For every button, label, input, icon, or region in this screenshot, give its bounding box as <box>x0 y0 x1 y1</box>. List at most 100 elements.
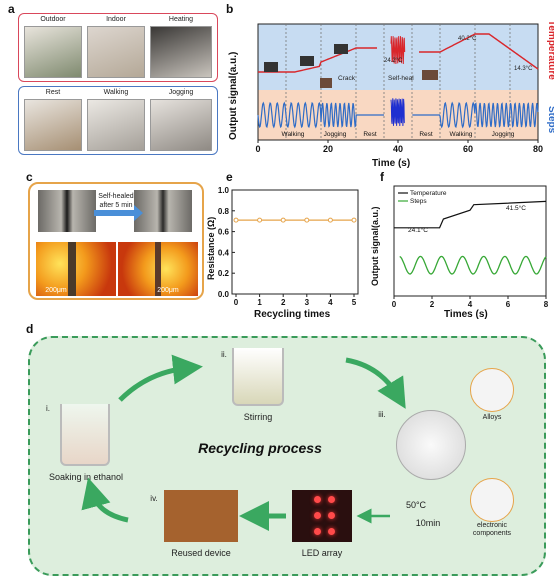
panel-a-label: a <box>8 2 15 16</box>
chart-e-point-1 <box>257 217 263 223</box>
chart-b-segment-5: Jogging <box>492 131 515 138</box>
chart-f-ylabel: Output signal(a.u.) <box>370 207 380 287</box>
chart-b-ylabel-red: Temperature <box>546 20 554 80</box>
photo-jogging <box>150 99 212 151</box>
photo-after <box>134 190 192 232</box>
photo-indoor <box>87 26 145 78</box>
panel-a-top-box <box>18 13 218 82</box>
step-iv-text: Reused device <box>171 548 231 558</box>
chart-e-ytick-label-4: 0.8 <box>218 207 230 216</box>
chart-e-ytick-label-0: 0.0 <box>218 290 230 299</box>
chart-e-ytick-label-5: 1.0 <box>218 186 230 195</box>
panel-e-label: e <box>226 170 233 184</box>
chart-f-xtick-label-2: 4 <box>468 300 473 309</box>
chart-f-legend-steps: Steps <box>410 198 427 205</box>
step-ii-roman: ii. <box>221 350 227 359</box>
panel-c-label: c <box>26 170 33 184</box>
components-circle <box>470 478 514 522</box>
led-array-photo <box>292 490 352 542</box>
chart-e-xtick-label-2: 2 <box>281 298 286 307</box>
photo-outdoor <box>24 26 82 78</box>
alloys-circle <box>470 368 514 412</box>
recycling-title: Recycling process <box>198 440 322 456</box>
chart-b-xtick-label-0: 0 <box>255 144 260 154</box>
reused-device-photo <box>164 490 238 542</box>
chart-b-ylabel: Output signal(a.u.) <box>228 52 239 140</box>
panel-a-bottom-box <box>18 86 218 155</box>
led-6 <box>328 528 335 535</box>
chart-e-point-0 <box>233 217 239 223</box>
micro-after-crack <box>155 242 161 296</box>
chart-b-inset-5 <box>320 78 332 88</box>
micro-before <box>36 242 116 296</box>
led-1 <box>314 496 321 503</box>
chart-b-segment-2: Rest <box>363 131 377 138</box>
chart-b-crack-signal <box>390 36 406 65</box>
chart-b-xtick-label-4: 80 <box>533 144 543 154</box>
chart-b-ann-14: 14.3°C <box>514 66 533 72</box>
chart-b-ann-selfheal: Self-heal <box>388 75 414 82</box>
panel-b-chart: 0 20 40 60 80 Output signal(a.u.) Temperatur… <box>228 20 554 168</box>
self-heal-arrow <box>94 210 136 216</box>
chart-b-ann-24: 24.2°C <box>384 58 403 64</box>
chart-e-point-4 <box>327 217 333 223</box>
chart-e-ytick-label-2: 0.4 <box>218 248 230 257</box>
beaker-stirring <box>232 348 284 406</box>
chart-b-inset-3 <box>334 44 348 54</box>
arrow-iv-to-i <box>81 477 129 523</box>
chart-f-ann-24: 24.1°C <box>408 226 428 234</box>
chart-b-xtick-label-1: 20 <box>323 144 333 154</box>
chart-b-segment-0: Walking <box>282 131 305 138</box>
chart-e-xtick-label-5: 5 <box>352 298 357 307</box>
chart-f-xtick-label-1: 2 <box>430 300 435 309</box>
chart-f-xtick-label-3: 6 <box>506 300 511 309</box>
chart-e-point-2 <box>280 217 286 223</box>
chart-b-steps-line <box>257 101 539 129</box>
panel-d-label: d <box>26 322 34 336</box>
chart-f-ann-41: 41.5°C <box>506 204 526 212</box>
chart-f-xtick-label-0: 0 <box>392 300 397 309</box>
chart-b-segment-1: Jogging <box>324 131 347 138</box>
chart-b-ann-crack: Crack <box>338 75 356 82</box>
chart-e-ytick-label-1: 0.2 <box>218 269 230 278</box>
chart-b-segment-4: Walking <box>450 131 473 138</box>
led-array-label: LED array <box>301 548 343 558</box>
photo-walking <box>87 99 145 151</box>
chart-e-frame <box>231 189 359 295</box>
chart-f-steps-line <box>399 255 547 275</box>
chart-e-xtick-label-0: 0 <box>234 298 239 307</box>
condition-temp: 50°C <box>405 500 427 510</box>
led-5 <box>328 512 335 519</box>
chart-e-xtick-label-4: 4 <box>328 298 333 307</box>
panel-b-label: b <box>226 2 234 16</box>
step-ii-text: Stirring <box>243 412 273 422</box>
self-heal-arrow-head <box>134 205 143 221</box>
photo-before <box>38 190 96 232</box>
chart-e-ylabel: Resistance (Ω) <box>206 217 216 280</box>
chart-f-xtick-label-4: 8 <box>544 300 549 309</box>
caption-rest: Rest <box>45 89 61 96</box>
caption-indoor: Indoor <box>106 16 126 23</box>
arrow-ii-to-iii <box>345 357 406 409</box>
chart-b-xlabel: Time (s) <box>372 158 410 168</box>
chart-b-crack-steps <box>390 98 405 127</box>
chart-b-inset-4 <box>422 70 438 80</box>
chart-e-xlabel: Recycling times <box>254 309 331 320</box>
caption-walking: Walking <box>103 89 129 96</box>
chart-b-inset-1 <box>264 62 278 72</box>
chart-b-xtick-label-3: 60 <box>463 144 473 154</box>
panel-f-label: f <box>380 170 384 184</box>
chart-f-legend-temp: Temperature <box>410 190 447 197</box>
chart-b-segment-3: Rest <box>419 131 433 138</box>
arrow-i-to-ii <box>118 354 203 402</box>
scale-bar-1: 200μm <box>45 287 67 294</box>
step-i-roman: i. <box>46 404 50 413</box>
chart-b-xtick-label-2: 40 <box>393 144 403 154</box>
scale-bar-2: 200μm <box>157 287 179 294</box>
chart-e-xtick-label-1: 1 <box>257 298 262 307</box>
condition-time: 10min <box>415 518 441 528</box>
chart-e-xtick-label-3: 3 <box>305 298 310 307</box>
chart-b-ylabel-blue: Steps <box>546 106 554 134</box>
